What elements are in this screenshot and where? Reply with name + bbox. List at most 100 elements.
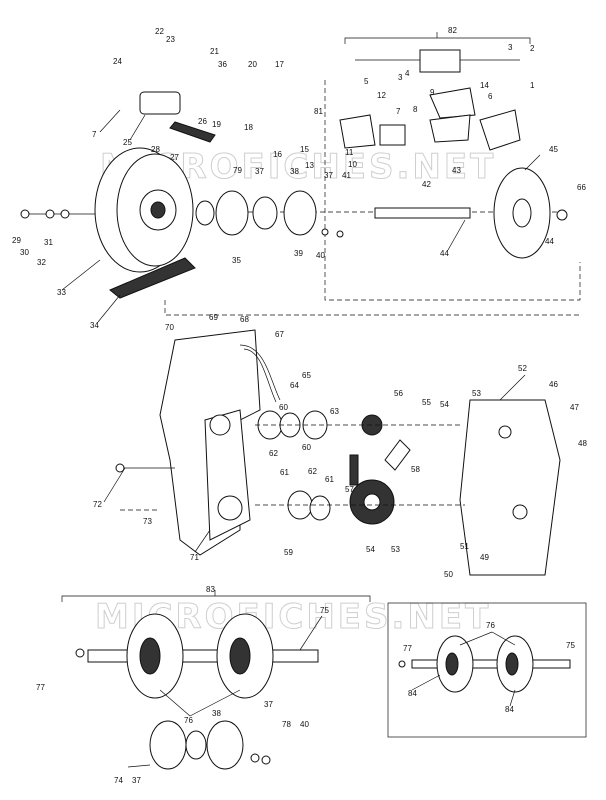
label-37c: 37 [264, 700, 273, 709]
part-number-labels: 22 23 21 24 36 20 17 7 25 19 18 26 28 27… [12, 26, 587, 785]
inset-alternate-axle [387, 602, 587, 738]
label-6: 6 [488, 92, 493, 101]
label-74: 74 [114, 776, 123, 785]
label-42: 42 [422, 180, 431, 189]
drive-belt [109, 257, 196, 299]
label-79: 79 [233, 166, 242, 175]
label-24: 24 [113, 57, 122, 66]
label-37a: 37 [255, 167, 264, 176]
label-81: 81 [314, 107, 323, 116]
label-30: 30 [20, 248, 29, 257]
label-75b: 75 [566, 641, 575, 650]
label-38b: 38 [212, 709, 221, 718]
label-53a: 53 [472, 389, 481, 398]
label-61a: 61 [280, 468, 289, 477]
label-77b: 77 [403, 644, 412, 653]
label-27: 27 [170, 153, 179, 162]
label-76a: 76 [184, 716, 193, 725]
label-48: 48 [578, 439, 587, 448]
label-49: 49 [480, 553, 489, 562]
drive-shaft [374, 207, 471, 219]
chaincase-assembly [115, 329, 561, 576]
label-17: 17 [275, 60, 284, 69]
label-1: 1 [530, 81, 535, 90]
label-72: 72 [93, 500, 102, 509]
label-14: 14 [480, 81, 489, 90]
label-56: 56 [394, 389, 403, 398]
label-83: 83 [206, 585, 215, 594]
label-51: 51 [460, 542, 469, 551]
label-39: 39 [294, 249, 303, 258]
label-54b: 54 [366, 545, 375, 554]
label-25: 25 [123, 138, 132, 147]
label-37b: 37 [324, 171, 333, 180]
label-60a: 60 [279, 403, 288, 412]
label-52: 52 [518, 364, 527, 373]
label-35: 35 [232, 256, 241, 265]
label-28: 28 [151, 145, 160, 154]
label-54a: 54 [440, 400, 449, 409]
label-18: 18 [244, 123, 253, 132]
label-73: 73 [143, 517, 152, 526]
label-13: 13 [305, 161, 314, 170]
label-78: 78 [282, 720, 291, 729]
label-31: 31 [44, 238, 53, 247]
label-3-left: 3 [398, 73, 403, 82]
drive-axle [87, 649, 319, 663]
label-22: 22 [155, 27, 164, 36]
label-20: 20 [248, 60, 257, 69]
label-75a: 75 [320, 606, 329, 615]
label-40a: 40 [316, 251, 325, 260]
label-60b: 60 [302, 443, 311, 452]
label-70: 70 [165, 323, 174, 332]
label-71: 71 [190, 553, 199, 562]
label-44a: 44 [440, 249, 449, 258]
label-38: 38 [290, 167, 299, 176]
label-32: 32 [37, 258, 46, 267]
label-33: 33 [57, 288, 66, 297]
label-64: 64 [290, 381, 299, 390]
label-29: 29 [12, 236, 21, 245]
chaincase-cover [459, 399, 561, 576]
label-61b: 61 [325, 475, 334, 484]
label-40b: 40 [300, 720, 309, 729]
label-46: 46 [549, 380, 558, 389]
label-69: 69 [209, 313, 218, 322]
label-9: 9 [430, 88, 435, 97]
label-7: 7 [92, 130, 97, 139]
label-62b: 62 [308, 467, 317, 476]
drive-clutch-assembly [20, 32, 581, 316]
label-63: 63 [330, 407, 339, 416]
label-5: 5 [364, 77, 369, 86]
label-34: 34 [90, 321, 99, 330]
label-57: 57 [345, 485, 354, 494]
label-44b: 44 [545, 237, 554, 246]
leader-lines [61, 109, 541, 717]
label-68: 68 [240, 315, 249, 324]
label-10: 10 [348, 160, 357, 169]
label-65: 65 [302, 371, 311, 380]
label-11: 11 [345, 148, 354, 157]
label-7b: 7 [396, 107, 401, 116]
label-53b: 53 [391, 545, 400, 554]
label-4: 4 [405, 69, 410, 78]
label-77a: 77 [36, 683, 45, 692]
drive-axle-assembly [61, 590, 587, 770]
label-21: 21 [210, 47, 219, 56]
label-41: 41 [342, 171, 351, 180]
label-37d: 37 [132, 776, 141, 785]
label-19: 19 [212, 120, 221, 129]
label-62a: 62 [269, 449, 278, 458]
label-16: 16 [273, 150, 282, 159]
label-67: 67 [275, 330, 284, 339]
label-8: 8 [413, 105, 418, 114]
label-12: 12 [377, 91, 386, 100]
label-50: 50 [444, 570, 453, 579]
label-59: 59 [284, 548, 293, 557]
label-2: 2 [530, 44, 535, 53]
label-84a: 84 [408, 689, 417, 698]
label-26: 26 [198, 117, 207, 126]
label-84b: 84 [505, 705, 514, 714]
label-58: 58 [411, 465, 420, 474]
